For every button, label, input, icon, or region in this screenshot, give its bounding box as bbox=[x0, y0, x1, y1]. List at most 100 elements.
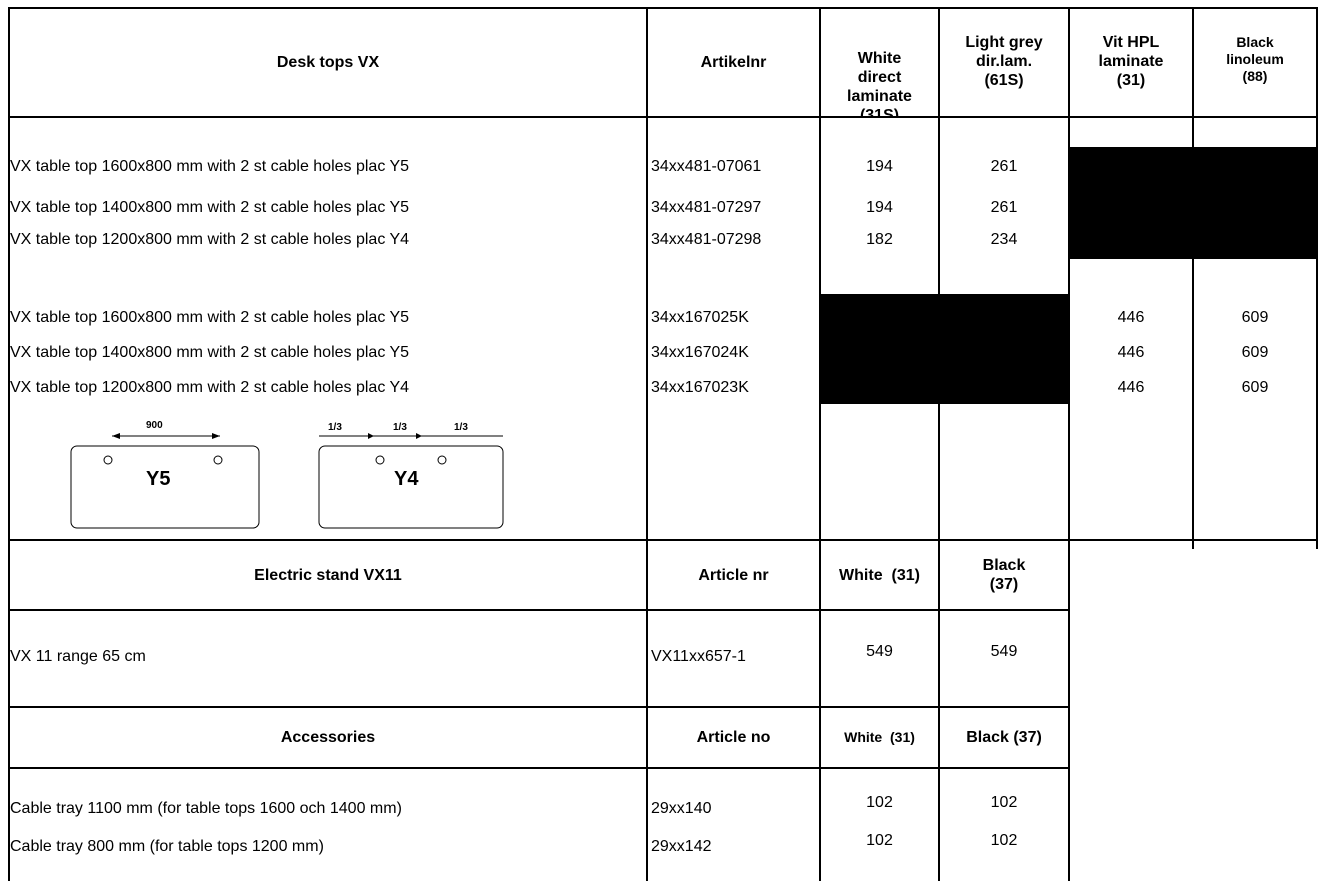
y4-dimension: 1/3 bbox=[454, 422, 468, 433]
grid-line bbox=[8, 609, 1070, 611]
header-label: Artikelnr bbox=[700, 54, 767, 71]
accessory-price-black: 102 bbox=[990, 832, 1018, 849]
grid-line bbox=[1192, 116, 1194, 148]
y4-label: Y4 bbox=[394, 468, 419, 490]
header-desk-tops: Desk tops VX bbox=[10, 9, 646, 116]
desk-top-price-grey: 261 bbox=[990, 158, 1018, 175]
header-label: Black (37) bbox=[966, 729, 1042, 746]
header-acc-white: White (31) bbox=[821, 708, 938, 767]
desk-top-price-hpl: 446 bbox=[1117, 309, 1145, 326]
y5-diagram-icon bbox=[70, 433, 260, 529]
header-label: (37) bbox=[989, 576, 1019, 593]
desk-top-article: 34xx167024K bbox=[651, 344, 749, 361]
desk-top-price-black: 609 bbox=[1241, 379, 1269, 396]
stand-price-black: 549 bbox=[990, 643, 1018, 660]
header-stand-white: White (31) bbox=[821, 541, 938, 609]
header-label: Light grey bbox=[965, 33, 1043, 51]
y4-dimension: 1/3 bbox=[328, 422, 342, 433]
desk-top-article: 34xx167023K bbox=[651, 379, 749, 396]
desk-top-article: 34xx167025K bbox=[651, 309, 749, 326]
header-label: White (31) bbox=[839, 566, 920, 584]
desk-top-article: 34xx481-07061 bbox=[651, 158, 762, 175]
grid-line bbox=[8, 767, 1070, 769]
header-light-grey: Light grey dir.lam. (61S) bbox=[940, 9, 1068, 113]
header-label: Vit HPL bbox=[1102, 33, 1160, 51]
desk-top-name: VX table top 1200x800 mm with 2 st cable… bbox=[10, 231, 410, 248]
desk-top-name: VX table top 1400x800 mm with 2 st cable… bbox=[10, 199, 410, 216]
y5-label: Y5 bbox=[146, 468, 171, 490]
desk-top-price-white: 194 bbox=[866, 158, 893, 175]
header-article-nr: Article nr bbox=[648, 541, 819, 609]
unavailable-block-white-grey bbox=[819, 294, 1068, 404]
grid-line bbox=[8, 116, 1317, 118]
y4-dimension: 1/3 bbox=[393, 422, 407, 433]
accessory-article: 29xx140 bbox=[651, 800, 712, 817]
header-white-direct: White direct laminate (31S) bbox=[821, 3, 938, 116]
header-label: White bbox=[857, 50, 902, 67]
accessory-price-white: 102 bbox=[866, 832, 893, 849]
header-label: (31S) bbox=[859, 107, 900, 116]
header-label: (31) bbox=[1116, 71, 1146, 89]
desk-top-price-grey: 261 bbox=[990, 199, 1018, 216]
header-label: Accessories bbox=[280, 729, 376, 746]
header-label: laminate bbox=[1098, 52, 1164, 70]
desk-top-article: 34xx481-07297 bbox=[651, 199, 762, 216]
accessory-article: 29xx142 bbox=[651, 838, 712, 855]
desk-top-price-black: 609 bbox=[1241, 344, 1269, 361]
accessory-name: Cable tray 800 mm (for table tops 1200 m… bbox=[10, 838, 324, 855]
header-acc-black: Black (37) bbox=[940, 708, 1068, 767]
header-label: laminate bbox=[847, 88, 912, 105]
stand-article: VX11xx657-1 bbox=[651, 648, 746, 665]
grid-line bbox=[1316, 7, 1318, 549]
grid-line bbox=[819, 7, 821, 881]
header-label: dir.lam. bbox=[975, 52, 1033, 70]
desk-top-price-grey: 234 bbox=[990, 231, 1018, 248]
grid-line bbox=[646, 7, 648, 881]
stand-name: VX 11 range 65 cm bbox=[10, 648, 146, 665]
header-label: Black bbox=[1236, 33, 1274, 50]
grid-line bbox=[8, 706, 1070, 708]
header-label: White (31) bbox=[844, 729, 915, 745]
header-black-linoleum: Black linoleum (88) bbox=[1194, 9, 1316, 109]
header-label: Electric stand VX11 bbox=[254, 566, 402, 584]
header-label: direct bbox=[857, 69, 902, 86]
desk-top-name: VX table top 1200x800 mm with 2 st cable… bbox=[10, 379, 410, 396]
header-stand-black: Black (37) bbox=[940, 541, 1068, 609]
grid-line bbox=[8, 7, 1317, 9]
header-label: (61S) bbox=[984, 71, 1024, 89]
y4-diagram-icon bbox=[318, 433, 504, 529]
header-article: Artikelnr bbox=[648, 9, 819, 116]
stand-price-white: 549 bbox=[866, 643, 893, 660]
header-label: Desk tops VX bbox=[276, 54, 380, 71]
accessory-price-white: 102 bbox=[866, 794, 893, 811]
desk-top-name: VX table top 1400x800 mm with 2 st cable… bbox=[10, 344, 410, 361]
cable-hole-diagram-y4: 1/3 1/3 1/3 Y4 bbox=[318, 420, 504, 530]
desk-top-name: VX table top 1600x800 mm with 2 st cable… bbox=[10, 158, 410, 175]
desk-top-name: VX table top 1600x800 mm with 2 st cable… bbox=[10, 309, 410, 326]
desk-top-price-white: 194 bbox=[866, 199, 893, 216]
header-label: (88) bbox=[1242, 67, 1268, 84]
header-electric-stand: Electric stand VX11 bbox=[10, 541, 646, 609]
desk-top-price-hpl: 446 bbox=[1117, 344, 1145, 361]
header-label: Article no bbox=[696, 729, 771, 746]
grid-line bbox=[938, 7, 940, 881]
header-vit-hpl: Vit HPL laminate (31) bbox=[1070, 9, 1192, 113]
grid-line bbox=[8, 7, 10, 881]
y5-dimension: 900 bbox=[146, 420, 163, 431]
cable-hole-diagram-y5: 900 Y5 bbox=[70, 420, 260, 530]
grid-line bbox=[8, 539, 1317, 541]
grid-line bbox=[1192, 7, 1194, 549]
header-label: Article nr bbox=[698, 566, 769, 584]
desk-top-price-hpl: 446 bbox=[1117, 379, 1145, 396]
accessory-price-black: 102 bbox=[990, 794, 1018, 811]
unavailable-block-hpl-black bbox=[1068, 148, 1318, 259]
header-label: linoleum bbox=[1226, 50, 1284, 67]
accessory-name: Cable tray 1100 mm (for table tops 1600 … bbox=[10, 800, 402, 817]
grid-line bbox=[1068, 7, 1070, 881]
header-label: Black bbox=[982, 557, 1026, 574]
header-accessories: Accessories bbox=[10, 708, 646, 767]
desk-top-article: 34xx481-07298 bbox=[651, 231, 762, 248]
header-article-no: Article no bbox=[648, 708, 819, 767]
desk-top-price-black: 609 bbox=[1241, 309, 1269, 326]
desk-top-price-white: 182 bbox=[866, 231, 893, 248]
